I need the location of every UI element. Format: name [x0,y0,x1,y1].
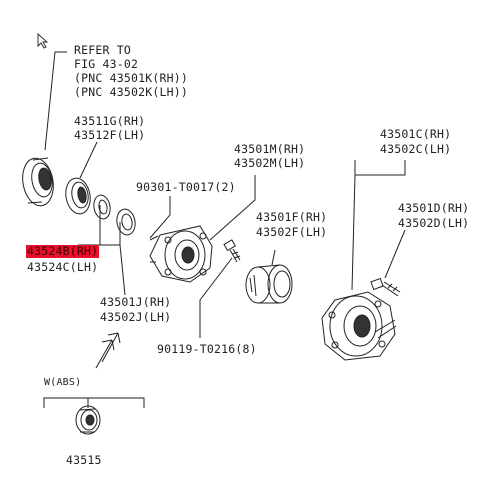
leader-43501f [271,249,276,266]
hub-bolt-part [370,277,401,297]
w-abs-label: W(ABS) [44,377,82,388]
hub-bearing-part [149,225,213,283]
hub-assembly-part [321,291,397,361]
leader-43501c-down [351,174,356,291]
part-label-43501j[interactable]: 43501J(RH) [100,295,172,309]
leader-43524b [78,205,101,246]
part-label-43502d[interactable]: 43502D(LH) [398,216,470,230]
part-label-43502m[interactable]: 43502M(LH) [234,156,306,170]
bearing-part [245,264,293,304]
washer-part [93,194,111,220]
part-label-43502c[interactable]: 43502C(LH) [380,142,452,156]
seal-part [22,157,54,207]
part-label-90301[interactable]: 90301-T0017(2) [136,180,236,194]
leader-43501d [384,229,406,279]
part-label-43502j[interactable]: 43502J(LH) [100,310,172,324]
leader-43511g [79,141,98,179]
leader-90301 [149,196,171,239]
bolt-part [223,239,241,263]
part-label-43501m[interactable]: 43501M(RH) [234,142,306,156]
snap-ring-part [65,177,91,215]
leader-43501j [119,244,126,296]
refer-note-line4: (PNC 43502K(LH)) [74,85,188,99]
leader-90119 [199,257,233,338]
part-label-43501c[interactable]: 43501C(RH) [380,127,452,141]
leader-refer [44,51,67,151]
part-label-43502f[interactable]: 43502F(LH) [256,225,328,239]
refer-note-line2: FIG 43-02 [74,57,139,71]
arrow-up-icon [95,332,121,369]
part-label-43524b-highlighted[interactable]: 43524B(RH) [26,244,100,258]
part-label-43501f[interactable]: 43501F(RH) [256,210,328,224]
abs-sensor-part [75,405,101,435]
bracket-w-abs [43,397,145,408]
part-label-43511g[interactable]: 43511G(RH) [74,114,146,128]
part-label-43512f[interactable]: 43512F(LH) [74,128,146,142]
leader-43524c [100,222,121,246]
part-label-43524c[interactable]: 43524C(LH) [27,260,99,274]
refer-note-line1: REFER TO [74,43,131,57]
leader-43501m [209,175,256,241]
cursor-icon [37,32,49,49]
part-label-90119[interactable]: 90119-T0216(8) [157,342,257,356]
part-label-43501d[interactable]: 43501D(RH) [398,201,470,215]
refer-note-line3: (PNC 43501K(RH)) [74,71,188,85]
washer-part-2 [116,208,136,236]
part-label-43515[interactable]: 43515 [66,453,102,467]
leader-43501c [354,160,406,176]
